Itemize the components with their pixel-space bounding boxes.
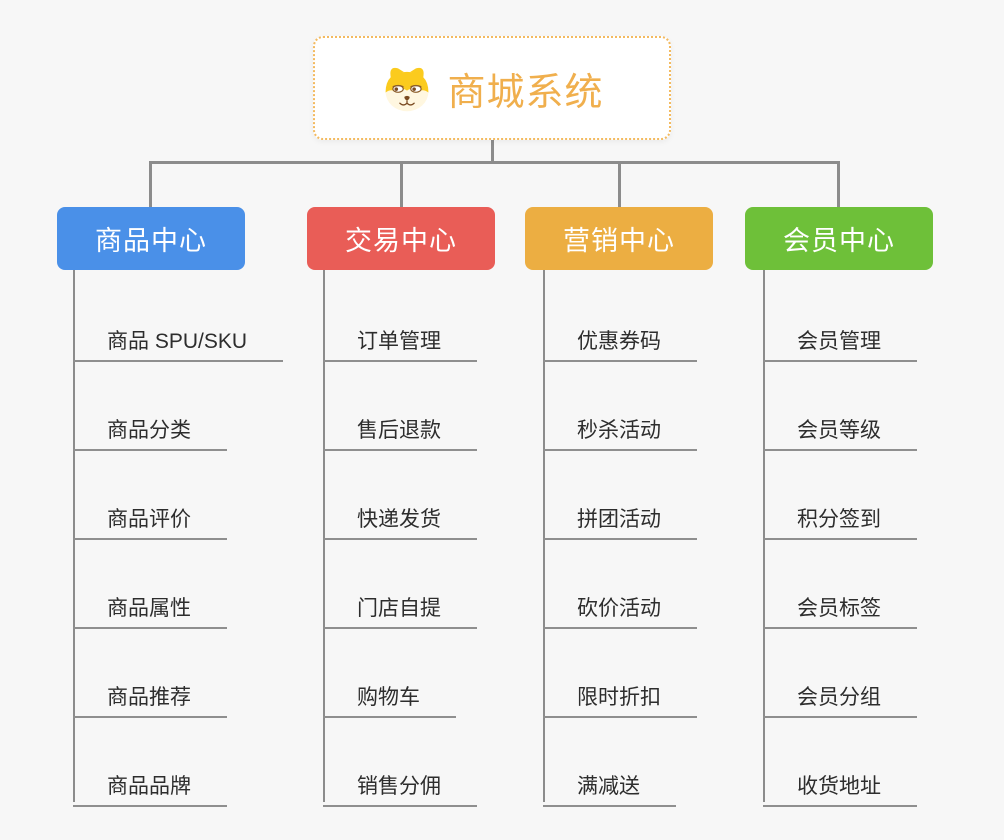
- leaf-node[interactable]: 售后退款: [323, 402, 477, 451]
- leaf-node[interactable]: 砍价活动: [543, 580, 697, 629]
- connector-root-stub: [491, 138, 494, 163]
- leaf-node[interactable]: 快递发货: [323, 491, 477, 540]
- branch-label: 交易中心: [345, 226, 457, 256]
- leaf-node[interactable]: 优惠券码: [543, 313, 697, 362]
- leaf-node[interactable]: 会员标签: [763, 580, 917, 629]
- connector-horizontal-rail: [149, 161, 840, 164]
- connector-drop-product: [149, 161, 152, 208]
- leaf-node[interactable]: 订单管理: [323, 313, 477, 362]
- leaf-node[interactable]: 会员分组: [763, 669, 917, 718]
- root-node[interactable]: 商城系统: [313, 36, 671, 140]
- branch-node-trade-center[interactable]: 交易中心: [307, 207, 495, 270]
- leaf-node[interactable]: 门店自提: [323, 580, 477, 629]
- connector-drop-marketing: [618, 161, 621, 208]
- branch-node-product-center[interactable]: 商品中心: [57, 207, 245, 270]
- branch-children-product: 商品 SPU/SKU 商品分类 商品评价 商品属性 商品推荐 商品品牌: [73, 270, 333, 807]
- leaf-node[interactable]: 销售分佣: [323, 758, 477, 807]
- root-title: 商城系统: [447, 71, 604, 114]
- branch-children-marketing: 优惠券码 秒杀活动 拼团活动 砍价活动 限时折扣 满减送: [543, 270, 803, 807]
- leaf-node[interactable]: 限时折扣: [543, 669, 697, 718]
- connector-drop-trade: [400, 161, 403, 208]
- leaf-node[interactable]: 商品推荐: [73, 669, 227, 718]
- leaf-node[interactable]: 商品属性: [73, 580, 227, 629]
- branch-children-member: 会员管理 会员等级 积分签到 会员标签 会员分组 收货地址: [763, 270, 1004, 807]
- leaf-node[interactable]: 秒杀活动: [543, 402, 697, 451]
- leaf-node[interactable]: 购物车: [323, 669, 456, 718]
- leaf-node[interactable]: 商品品牌: [73, 758, 227, 807]
- branch-label: 会员中心: [783, 226, 895, 256]
- connector-drop-member: [837, 161, 840, 208]
- branch-label: 商品中心: [95, 226, 207, 256]
- leaf-node[interactable]: 会员管理: [763, 313, 917, 362]
- branch-node-marketing-center[interactable]: 营销中心: [525, 207, 713, 270]
- dog-face-icon: [386, 67, 429, 112]
- leaf-node[interactable]: 商品评价: [73, 491, 227, 540]
- leaf-node[interactable]: 商品分类: [73, 402, 227, 451]
- leaf-node[interactable]: 商品 SPU/SKU: [73, 313, 284, 362]
- leaf-node[interactable]: 收货地址: [763, 758, 917, 807]
- leaf-node[interactable]: 满减送: [543, 758, 676, 807]
- branch-label: 营销中心: [563, 226, 675, 256]
- leaf-node[interactable]: 会员等级: [763, 402, 917, 451]
- branch-children-trade: 订单管理 售后退款 快递发货 门店自提 购物车 销售分佣: [323, 270, 583, 807]
- branch-node-member-center[interactable]: 会员中心: [745, 207, 933, 270]
- leaf-node[interactable]: 拼团活动: [543, 491, 697, 540]
- leaf-node[interactable]: 积分签到: [763, 491, 917, 540]
